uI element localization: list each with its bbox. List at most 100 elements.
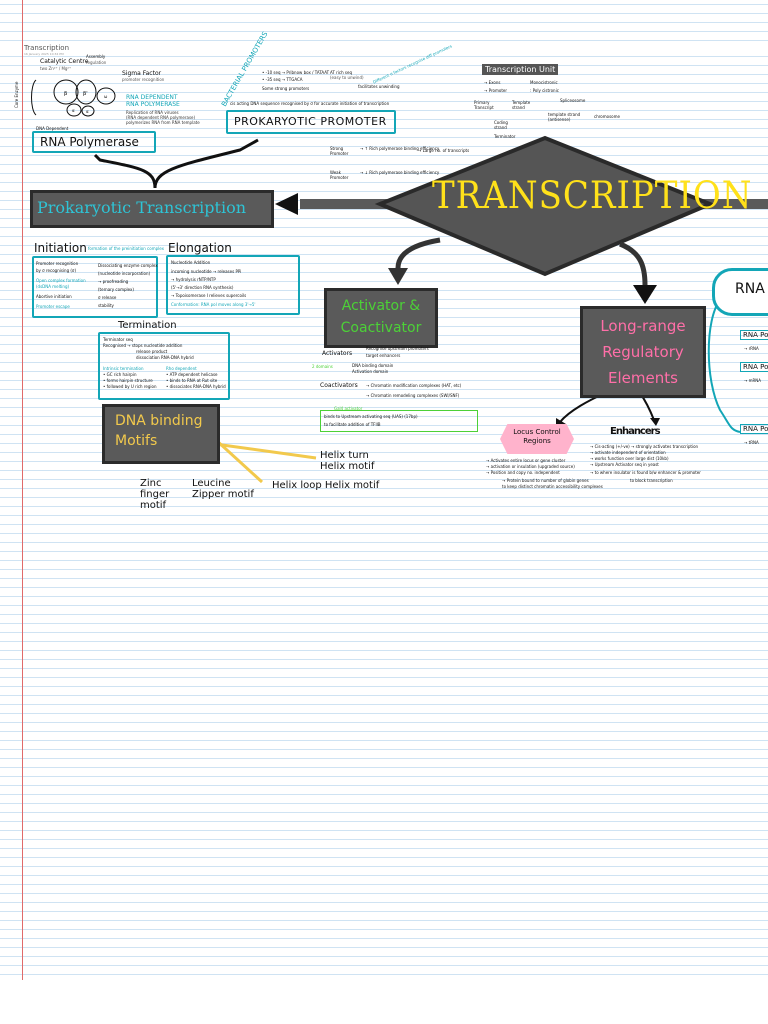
intrinsic-title: Intrinsic termination — [103, 366, 144, 371]
enh-line-1: → Cis-acting (+/-ve) → strongly activate… — [590, 444, 699, 449]
act-line-1: Recognise upstream promoters — [366, 346, 429, 351]
rho-3: • dissociates RNA-DNA hybrid — [166, 384, 226, 389]
termination-box: Terminator seq Recognised → stops nucleo… — [98, 332, 230, 400]
rna-dependent-label: RNA DEPENDENT — [126, 94, 178, 101]
tu-terminator: Terminator — [494, 134, 516, 139]
rna-polymerase-caps: RNA POLYMERASE — [126, 101, 180, 108]
init-line-2: by σ recognising (σ) — [36, 268, 77, 273]
rna-title: RNA — [735, 281, 765, 297]
at-rich-note: (easy to unwind) — [330, 75, 364, 80]
rna-dep-note-3: polymerizes RNA from RNA template — [126, 120, 200, 125]
init-line-4: (dsDNA melting) — [36, 284, 70, 289]
init-col2-3: → proofreading — [98, 279, 129, 284]
init-line-3: Open complex formation — [36, 278, 86, 283]
tu-template-antisense: template strand (antisense) — [548, 112, 581, 122]
lcr-line-5: to keep distinct chromatin accessibility… — [502, 484, 603, 489]
initiation-box: Promoter recognition by σ recognising (σ… — [32, 256, 158, 318]
lcr-line-1: → Activates entire locus or gene cluster — [486, 458, 566, 463]
elong-line-4: (5'→3' direction RNA synthesis) — [171, 285, 234, 290]
strong-promoter-result: → Large no. of transcripts — [418, 148, 470, 153]
enh-line-3: → works function over large dist (10kb) — [590, 456, 669, 461]
promoter-definition: cis acting DNA sequence recognised by σ … — [230, 101, 390, 106]
subunit-alpha-1: α — [72, 108, 75, 113]
dna-binding-motifs-box: DNA binding Motifs — [102, 404, 220, 464]
facilitate-note: facilitates unwinding — [358, 84, 400, 89]
weak-promoter-label: Weak Promoter — [330, 170, 349, 180]
central-diamond — [374, 135, 716, 277]
strong-promoter-label: Strong Promoter — [330, 146, 349, 156]
rna-polymerase-title: RNA Polymerase — [40, 135, 139, 149]
gal4-title: Gal4 activator — [334, 406, 363, 411]
tu-coding-strand: Coding strand — [494, 120, 508, 130]
tu-exons-note: Monocistronic — [530, 80, 558, 85]
tu-primary-transcript: Primary Transcript — [474, 100, 494, 110]
rna-cloud: RNA — [712, 268, 768, 316]
margin-line — [22, 0, 23, 980]
motif-zinc-finger: Zinc finger motif — [140, 478, 170, 511]
enh-line-5: → to where insulator is found b/w enhanc… — [590, 470, 701, 475]
long-range-box: Long-range Regulatory Elements — [580, 306, 706, 398]
act-line-3: DNA binding domain — [352, 363, 394, 368]
rna-dep-note-2: (RNA dependent RNA polymerase) — [126, 115, 196, 120]
elong-line-5: → Topoisomerase I relieves supercoils — [171, 293, 247, 298]
document-timestamp: 16 January 2025 10:34 PM — [24, 52, 64, 56]
term-line-1: Terminator seq — [103, 337, 133, 342]
enh-line-4: → Upstream Activator seq in yeast — [590, 462, 659, 467]
lcr-badge: Locus Control Regions — [500, 424, 574, 454]
tu-chromosome: chromosome — [594, 114, 620, 119]
dna-binding-motifs-title: DNA binding Motifs — [115, 413, 203, 449]
strong-promoter-note: → ↑ Rich polymerase binding efficiency — [360, 146, 440, 151]
subunit-beta-prime: β' — [83, 91, 88, 97]
tu-spliceosome: Spliceosome — [560, 98, 586, 103]
rna-pol-1-note: → rRNA — [744, 346, 759, 351]
tu-exons: → Exons — [484, 80, 501, 85]
two-domains-label: 2 domains — [312, 364, 333, 369]
coact-line-2: → Chromatin remodeling complexes (SWI/SN… — [366, 393, 460, 398]
promoter-line-2: • -35 seq → TTGACA — [262, 77, 303, 82]
rna-pol-3: RNA Pol III — [740, 424, 768, 434]
initiation-title: Initiation — [34, 241, 87, 255]
transcription-unit-title: Transcription Unit — [482, 64, 559, 75]
assembly-label: Assembly — [86, 54, 106, 59]
lcr-title: Locus Control Regions — [513, 428, 561, 445]
core-enzyme-label: Core Enzyme — [14, 81, 19, 108]
rna-pol-1: RNA Pol I — [740, 330, 768, 340]
catalytic-center-label: Catalytic Centre — [40, 58, 89, 65]
lcr-line-2: → activation or insulation (upgraded sou… — [486, 464, 575, 469]
arrow-left-head — [275, 193, 298, 215]
catalytic-center-note: two Zn²⁺ / Mg²⁺ — [40, 66, 72, 71]
termination-title: Termination — [118, 320, 177, 331]
term-line-2: Recognised → stops nucleotide addition — [103, 343, 183, 348]
act-line-4: Activation domain — [352, 369, 389, 374]
gal4-box: binds to Upstream activating seq (UAS) (… — [320, 410, 478, 432]
document-title: Transcription — [24, 44, 70, 52]
motif-leucine-zipper: Leucine Zipper motif — [192, 478, 254, 500]
prokaryotic-transcription-title: Prokaryotic Transcription — [37, 198, 247, 217]
prokaryotic-transcription-box: Prokaryotic Transcription — [30, 190, 274, 228]
init-line-5: Abortive initiation — [36, 294, 72, 299]
initiation-subtitle: formation of the preinitiation complex — [88, 246, 165, 251]
subunit-alpha-2: α — [86, 109, 89, 114]
promoter-seq-note: Some strong promoters — [262, 86, 310, 91]
elong-line-2: incoming nucleotide → releases PPi — [171, 269, 242, 274]
gal4-line-2: to facilitate addition of TFIIB — [324, 422, 381, 427]
init-line-6: Promoter escape — [36, 304, 70, 309]
promoter-line-1: • -10 seq → Pribnow box / TATAAT — [262, 70, 330, 75]
intrinsic-1: • GC rich hairpin — [103, 372, 137, 377]
assembly-note: regulation — [86, 60, 107, 65]
rna-pol-2-note: → mRNA — [744, 378, 762, 383]
elong-line-3: → hydrolysis rNTP/NTP — [171, 277, 216, 282]
init-line-1: Promoter recognition — [36, 261, 79, 266]
enh-line-2: → activate independent of orientation — [590, 450, 666, 455]
at-rich-label: AT rich seq — [330, 70, 352, 75]
lcr-line-3: → Position and copy no. independent — [486, 470, 560, 475]
elongation-title: Elongation — [168, 241, 232, 255]
rna-pol-3-note: → tRNA — [744, 440, 759, 445]
elongation-box: Nucleotide Addition incoming nucleotide … — [166, 255, 300, 315]
tu-promoter: → Promoter — [484, 88, 507, 93]
page-bottom — [0, 980, 768, 1024]
enhancers-title: Enhancers — [610, 426, 661, 437]
rna-polymerase-subunit-diagram: β β' α α ω — [53, 79, 116, 117]
tu-promoter-note: : Poly cistronic — [530, 88, 559, 93]
